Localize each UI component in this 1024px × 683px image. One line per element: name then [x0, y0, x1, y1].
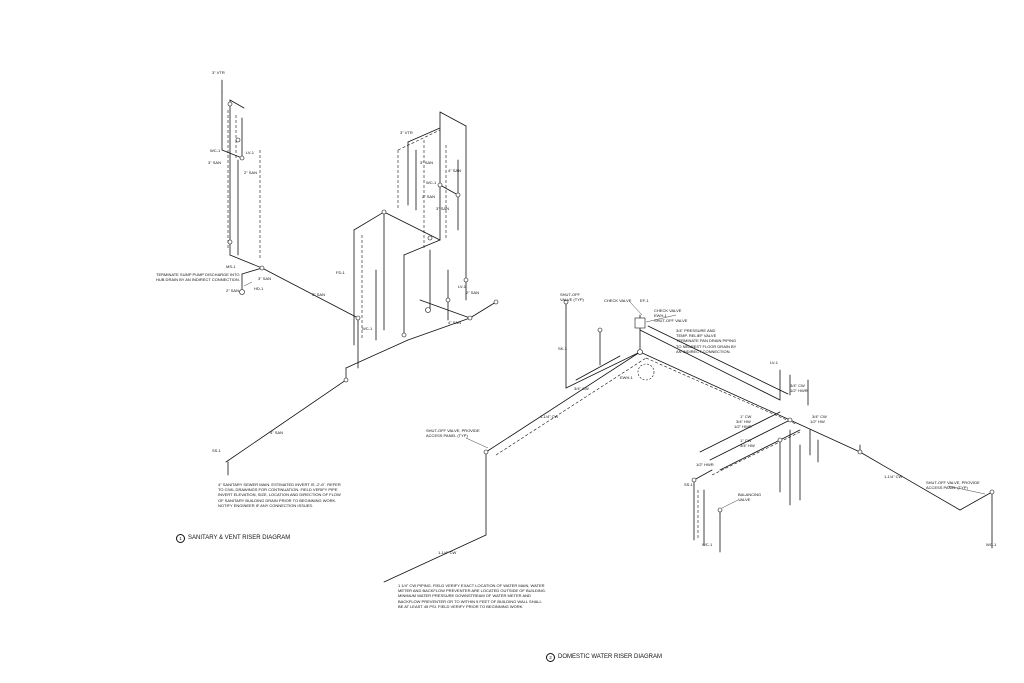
pipe-size-label: 1/2" HWR: [734, 424, 752, 429]
pipe-size-label: 2" SAN: [226, 288, 239, 293]
pipe-size-label: 3" SAN: [436, 206, 449, 211]
water-main-note: 1 1/4" CW PIPING. FIELD VERIFY EXACT LOC…: [398, 583, 546, 609]
pipe-size-label: 3/4" CW: [790, 383, 805, 388]
fixture-tag: SS-1: [212, 448, 221, 453]
fixture-tag: LV-1: [458, 284, 466, 289]
sump-note: TERMINATE SUMP PUMP DISCHARGE INTO HUB D…: [156, 272, 240, 283]
pipe-size-label: 1/2" HW: [810, 419, 825, 424]
shutoff-valve-label: SHUT-OFF VALVE: [654, 318, 688, 323]
check-valve-label: CHECK VALVE: [654, 308, 682, 313]
fixture-tag: LV-1: [770, 360, 778, 365]
pipe-size-label: 4" SAN: [448, 320, 461, 325]
pipe-size-label: 3/4" CW: [574, 386, 589, 391]
balancing-valve-label: BALANCING VALVE: [738, 492, 762, 503]
pipe-size-label: 1-1/4" CW: [438, 550, 457, 555]
pipe-size-label: 1/2" HWR: [696, 462, 714, 467]
fixture-tag: MS-1: [226, 264, 236, 269]
pipe-size-label: 4" SAN: [448, 168, 461, 173]
pipe-size-label: 4" SAN: [270, 430, 283, 435]
equipment-tag: EWH-1: [620, 375, 633, 380]
fixture-tag: HD-1: [254, 286, 264, 291]
sewer-note: 4" SANITARY SEWER MAIN. ESTIMATED INVERT…: [218, 482, 341, 508]
equipment-tag: EWH-1: [654, 313, 667, 318]
fixture-tag: FD-1: [336, 270, 345, 275]
diagram-number: 1: [176, 534, 185, 543]
diagram-title: SANITARY & VENT RISER DIAGRAM: [188, 535, 291, 541]
equipment-tag: EF-1: [640, 298, 649, 303]
fixture-tag: LV-1: [246, 150, 254, 155]
shutoff-valve-label: SHUT-OFF VALVE (TYP): [560, 292, 584, 303]
pipe-size-label: 1-1/4" CW: [540, 414, 559, 419]
fixture-tag: WC-1: [362, 326, 373, 331]
access-panel-note: SHUT-OFF VALVE, PROVIDE ACCESS PANEL (TY…: [926, 480, 980, 491]
fixture-tag: SS-1: [684, 482, 693, 487]
relief-valve-note: 3/4" PRESSURE AND TEMP. RELIEF VALVE TER…: [676, 328, 737, 354]
diagram-title: DOMESTIC WATER RISER DIAGRAM: [558, 654, 663, 660]
pipe-size-label: 3/4" HW: [736, 419, 751, 424]
fixture-tag: WC-1: [426, 180, 437, 185]
pipe-size-label: 2" SAN: [244, 170, 257, 175]
pipe-size-label: 3" SAN: [312, 292, 325, 297]
fixture-tag: WC-1: [210, 148, 221, 153]
diagram-number: 2: [546, 653, 555, 662]
pipe-size-label: 3" SAN: [420, 160, 433, 165]
fixture-tag: SK-1: [558, 346, 567, 351]
check-valve-label: CHECK VALVE: [604, 298, 632, 303]
pipe-size-label: 3" SAN: [258, 276, 271, 281]
access-panel-note: SHUT-OFF VALVE, PROVIDE ACCESS PANEL (TY…: [426, 428, 480, 439]
pipe-size-label: 1" CW: [740, 414, 752, 419]
pipe-size-label: 1" CW: [740, 438, 752, 443]
pipe-size-label: 1-1/4" CW: [884, 474, 903, 479]
pipe-size-label: 3/4" HW: [740, 443, 755, 448]
pipe-size-label: 3" SAN: [208, 160, 221, 165]
pipe-size-label: 2" SAN: [466, 290, 479, 295]
pipe-size-label: 2" SAN: [422, 194, 435, 199]
fixture-tag: WC-1: [702, 542, 713, 547]
vtr-label: 3" VTR: [212, 70, 225, 75]
vtr-label: 3" VTR: [400, 130, 413, 135]
fixture-tag: WC-1: [986, 542, 997, 547]
pipe-size-label: 3/4" CW: [812, 414, 827, 419]
pipe-size-label: 1/2" HWR: [790, 388, 808, 393]
